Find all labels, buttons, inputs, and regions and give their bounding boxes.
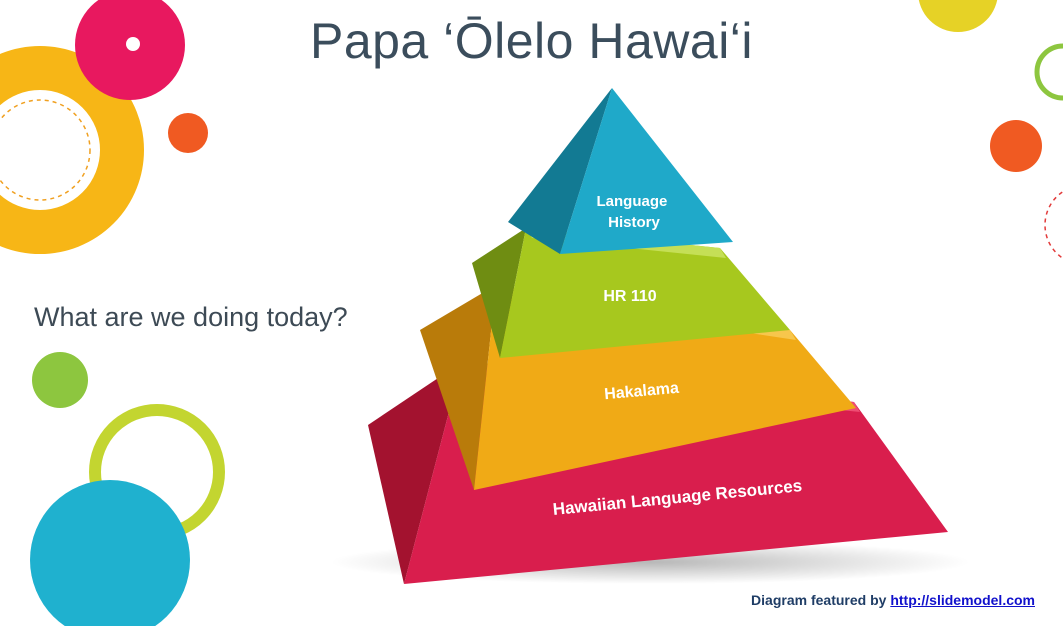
- orange-circle-right-icon: [990, 120, 1042, 172]
- dashed-circle-icon: [0, 99, 91, 201]
- credit-prefix: Diagram featured by: [751, 592, 891, 608]
- yellow-ring-icon: [0, 46, 144, 254]
- credit-line: Diagram featured by http://slidemodel.co…: [751, 592, 1035, 608]
- teal-circle-icon: [30, 480, 190, 626]
- green-circle-icon: [32, 352, 88, 408]
- white-dot-icon: [126, 37, 140, 51]
- slide-title: Papa ‘Ōlelo Hawai‘i: [309, 13, 754, 69]
- pyramid-label-3-line: Hakalama: [604, 380, 680, 403]
- orange-circle-icon: [168, 113, 208, 153]
- green-ring-icon: [1034, 43, 1063, 101]
- pyramid-label-1-line-2: History: [608, 214, 660, 231]
- pyramid-label-1-line-1: Language: [596, 193, 667, 210]
- slide-subtitle: What are we doing today?: [34, 302, 348, 332]
- yellow-arc-icon: [918, 0, 998, 32]
- pyramid-label-2: HR 110: [603, 288, 656, 305]
- credit-link[interactable]: http://slidemodel.com: [890, 592, 1035, 608]
- pyramid-label-1: Language History: [596, 193, 671, 231]
- pyramid-label-2-line: HR 110: [603, 288, 656, 305]
- pyramid-label-3: Hakalama: [604, 380, 680, 403]
- pyramid-level-1: Language History: [508, 88, 733, 254]
